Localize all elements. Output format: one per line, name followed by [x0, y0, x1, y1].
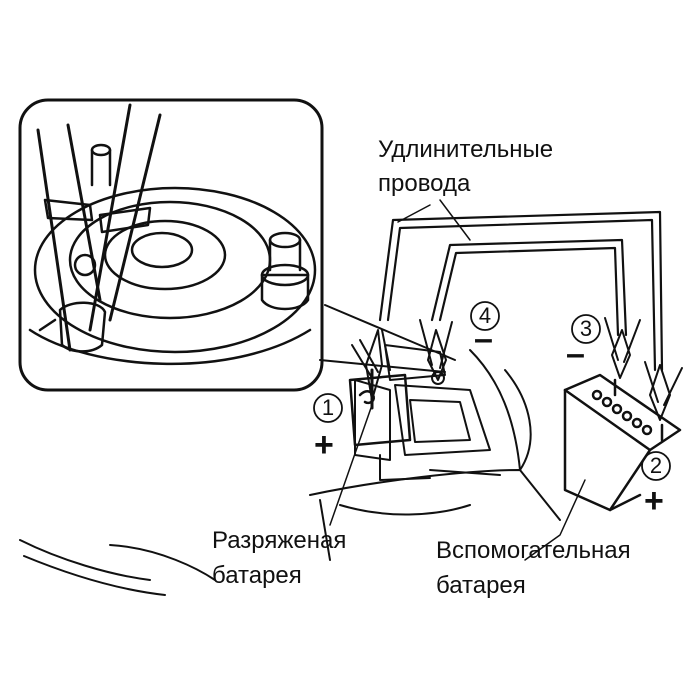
car-body-outline: [19, 349, 561, 596]
plus-sign-booster: +: [644, 482, 664, 520]
step-markers: [313, 301, 671, 481]
clamp-positive-booster: [644, 361, 683, 421]
engine-bay-detail: [354, 344, 501, 481]
cables-label-line2: провода: [378, 170, 471, 197]
dead-battery-label-line1: Разряженая: [212, 527, 347, 554]
step-3-number: 3: [579, 316, 593, 341]
dead-battery-label-line2: батарея: [212, 562, 302, 589]
plus-sign-dead-battery: +: [314, 426, 334, 464]
clamp-positive-dead: [351, 329, 391, 401]
leader-lines: [329, 199, 586, 561]
booster-battery: [563, 373, 682, 512]
inset-view: [18, 98, 456, 392]
step-2-number: 2: [649, 453, 663, 478]
cables-label-line1: Удлинительные: [378, 136, 554, 163]
clamp-negative-booster: [604, 317, 641, 379]
minus-sign-booster: –: [566, 335, 585, 373]
booster-battery-label-line2: батарея: [436, 572, 526, 599]
jumper-cables: [378, 210, 664, 372]
minus-sign-ground: –: [474, 320, 493, 358]
step-4-number: 4: [478, 303, 492, 328]
step-1-number: 1: [321, 395, 335, 420]
booster-battery-label-line1: Вспомогательная: [436, 537, 631, 564]
